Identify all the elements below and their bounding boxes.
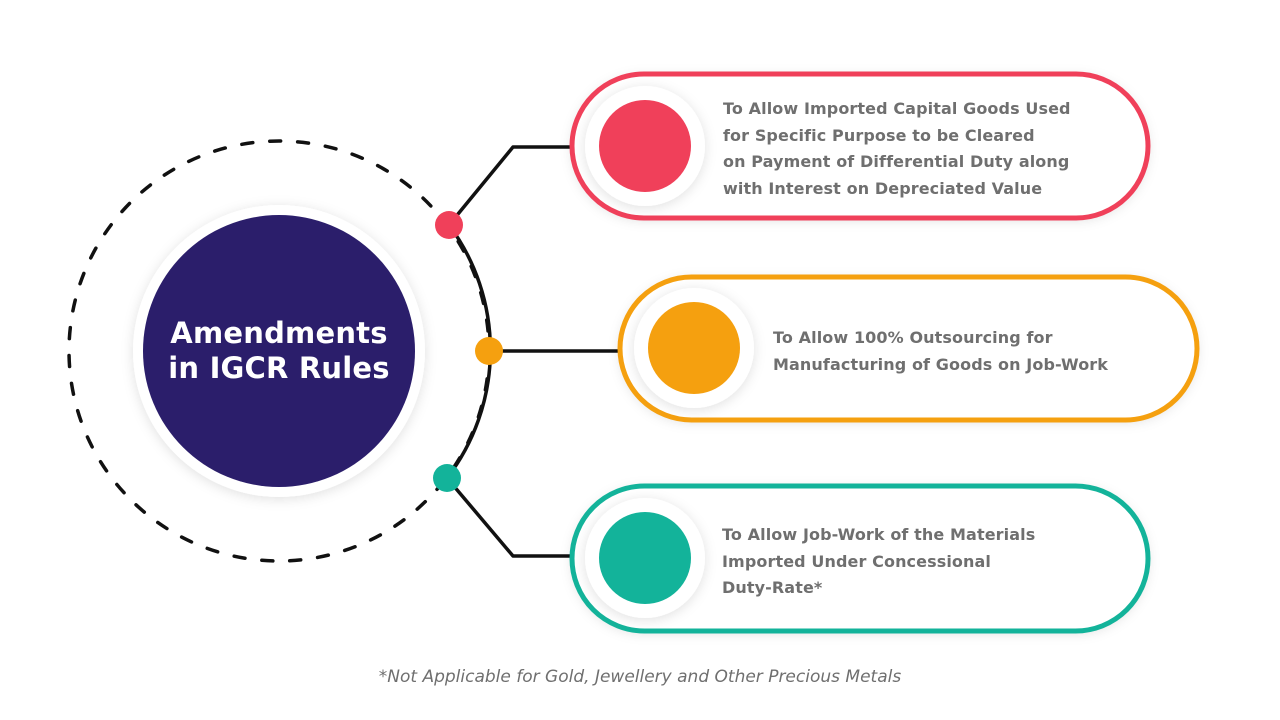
item-1-line-2: for Specific Purpose to be Cleared	[723, 125, 1035, 145]
center-title: Amendments in IGCR Rules	[143, 215, 415, 487]
item-card-3	[569, 483, 1151, 634]
item-1-circle-icon	[599, 100, 691, 192]
item-card-1	[569, 71, 1151, 221]
item-2-text: To Allow 100% Outsourcing for Manufactur…	[773, 325, 1108, 378]
item-1-line-4: with Interest on Depreciated Value	[723, 178, 1043, 198]
connector-node-3	[433, 464, 461, 492]
item-3-circle-icon	[599, 512, 691, 604]
center-circle	[143, 215, 415, 487]
item-2-circle-icon	[648, 302, 740, 394]
center-title-line-2: in IGCR Rules	[168, 351, 390, 385]
connector-node-2	[475, 337, 503, 365]
connector-line-3	[445, 476, 572, 558]
item-1-text: To Allow Imported Capital Goods Used for…	[723, 96, 1071, 202]
item-2-line-1: To Allow 100% Outsourcing for	[773, 328, 1053, 347]
item-2-line-2: Manufacturing of Goods on Job-Work	[773, 354, 1109, 374]
item-3-line-3: Duty-Rate*	[722, 578, 823, 597]
item-1-line-1: To Allow Imported Capital Goods Used	[723, 99, 1071, 118]
connector-node-1	[435, 211, 463, 239]
connector-line-1	[447, 145, 572, 227]
item-3-line-2: Imported Under Concessional	[722, 551, 991, 571]
item-3-text: To Allow Job-Work of the Materials Impor…	[722, 522, 1035, 602]
item-1-line-3: on Payment of Differential Duty along	[723, 152, 1070, 171]
footnote: *Not Applicable for Gold, Jewellery and …	[378, 667, 902, 687]
item-card-2	[617, 274, 1200, 423]
center-title-line-1: Amendments	[170, 316, 388, 351]
item-3-line-1: To Allow Job-Work of the Materials	[722, 525, 1036, 544]
